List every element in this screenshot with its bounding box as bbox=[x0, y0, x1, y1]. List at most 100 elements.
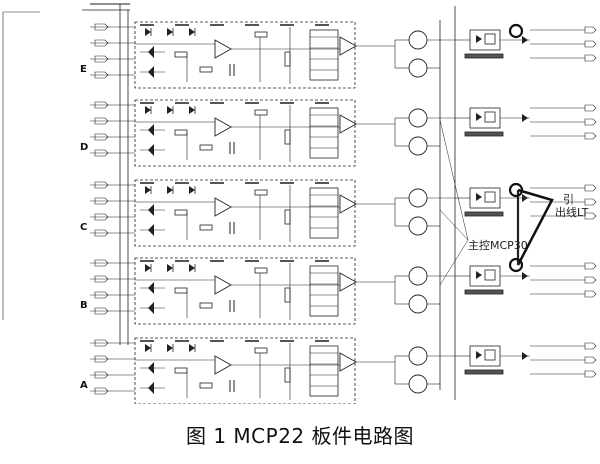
resistor bbox=[174, 287, 188, 294]
input-terminal bbox=[94, 71, 109, 79]
relay-stage bbox=[455, 342, 597, 378]
diode-symbol bbox=[145, 264, 151, 272]
diode-symbol bbox=[167, 186, 173, 194]
input-terminal bbox=[94, 213, 109, 221]
led-symbol bbox=[476, 35, 482, 43]
channel-box bbox=[134, 257, 356, 325]
channel-label: D bbox=[80, 142, 88, 153]
component-label-mark bbox=[315, 102, 329, 104]
component-label-mark bbox=[315, 182, 329, 184]
diode-symbol bbox=[145, 344, 151, 352]
input-terminal bbox=[94, 387, 109, 395]
output-terminal bbox=[584, 40, 597, 48]
component-label-mark bbox=[245, 24, 259, 26]
output-terminal bbox=[584, 184, 597, 192]
component-label-mark bbox=[140, 182, 154, 184]
component-label-mark bbox=[315, 340, 329, 342]
input-terminal bbox=[94, 101, 109, 109]
led-symbol bbox=[476, 193, 482, 201]
opamp-symbol bbox=[339, 194, 357, 214]
lead-out-label-2: 出线LT bbox=[555, 205, 589, 219]
output-terminal bbox=[584, 262, 597, 270]
label-mark bbox=[464, 131, 504, 137]
input-terminal bbox=[94, 23, 109, 31]
resistor bbox=[254, 109, 268, 116]
relay-contact bbox=[484, 191, 496, 203]
diode-symbol bbox=[189, 106, 195, 114]
channel-label: A bbox=[80, 380, 88, 391]
channel-label: E bbox=[80, 64, 87, 75]
output-terminal bbox=[584, 290, 597, 298]
ic-block bbox=[309, 107, 339, 159]
output-terminal bbox=[584, 104, 597, 112]
opamp-symbol bbox=[214, 355, 232, 375]
resistor bbox=[174, 209, 188, 216]
label-mark bbox=[464, 53, 504, 59]
resistor bbox=[254, 347, 268, 354]
transistor-symbol bbox=[408, 188, 428, 208]
transistor-symbol bbox=[408, 266, 428, 286]
component-label-mark bbox=[315, 24, 329, 26]
transistor-symbol bbox=[408, 294, 428, 314]
resistor bbox=[284, 129, 291, 145]
input-terminal bbox=[94, 149, 109, 157]
diode-symbol bbox=[167, 28, 173, 36]
ic-block bbox=[309, 265, 339, 317]
component-label-mark bbox=[210, 340, 224, 342]
input-terminal bbox=[94, 291, 109, 299]
channel-label: B bbox=[80, 300, 88, 311]
diode-symbol bbox=[522, 352, 528, 360]
label-mark bbox=[464, 369, 504, 375]
highlight-circle bbox=[508, 182, 524, 198]
resistor bbox=[284, 287, 291, 303]
relay-contact bbox=[484, 269, 496, 281]
figure-caption: 图 1 MCP22 板件电路图 bbox=[185, 424, 415, 448]
output-terminal bbox=[584, 54, 597, 62]
opamp-symbol bbox=[339, 36, 357, 56]
resistor bbox=[254, 31, 268, 38]
lead-out-connection bbox=[516, 188, 554, 266]
ic-block bbox=[309, 187, 339, 239]
component-label-mark bbox=[175, 102, 189, 104]
resistor bbox=[254, 267, 268, 274]
led-symbol bbox=[476, 271, 482, 279]
transistor-symbol bbox=[408, 58, 428, 78]
diode-symbol bbox=[167, 344, 173, 352]
label-mark bbox=[464, 211, 504, 217]
resistor bbox=[199, 66, 213, 73]
diode-symbol bbox=[522, 36, 528, 44]
diode-symbol bbox=[189, 186, 195, 194]
input-terminal bbox=[94, 259, 109, 267]
input-terminal bbox=[94, 39, 109, 47]
resistor bbox=[174, 129, 188, 136]
opamp-symbol bbox=[339, 352, 357, 372]
input-terminal bbox=[94, 181, 109, 189]
output-terminal bbox=[584, 26, 597, 34]
ic-block bbox=[309, 29, 339, 81]
highlight-circle bbox=[508, 23, 524, 39]
channel-box bbox=[134, 21, 356, 89]
component-label-mark bbox=[280, 182, 294, 184]
input-terminal bbox=[94, 197, 109, 205]
channel-c: C bbox=[80, 179, 455, 247]
input-terminal bbox=[94, 307, 109, 315]
component-label-mark bbox=[245, 182, 259, 184]
lead-out-label-1: 引 bbox=[563, 192, 574, 206]
transistor-symbol bbox=[408, 374, 428, 394]
component-label-mark bbox=[315, 260, 329, 262]
component-label-mark bbox=[175, 182, 189, 184]
input-terminal bbox=[94, 117, 109, 125]
resistor bbox=[199, 224, 213, 231]
relay-stage bbox=[455, 26, 597, 62]
channel-e: E bbox=[80, 21, 455, 89]
diode-symbol bbox=[189, 344, 195, 352]
transistor-symbol bbox=[408, 216, 428, 236]
input-terminal bbox=[94, 55, 109, 63]
resistor bbox=[199, 382, 213, 389]
channel-b: B bbox=[80, 257, 455, 325]
diode-symbol bbox=[189, 264, 195, 272]
input-terminal bbox=[94, 355, 109, 363]
component-label-mark bbox=[280, 24, 294, 26]
channel-label: C bbox=[80, 222, 87, 233]
